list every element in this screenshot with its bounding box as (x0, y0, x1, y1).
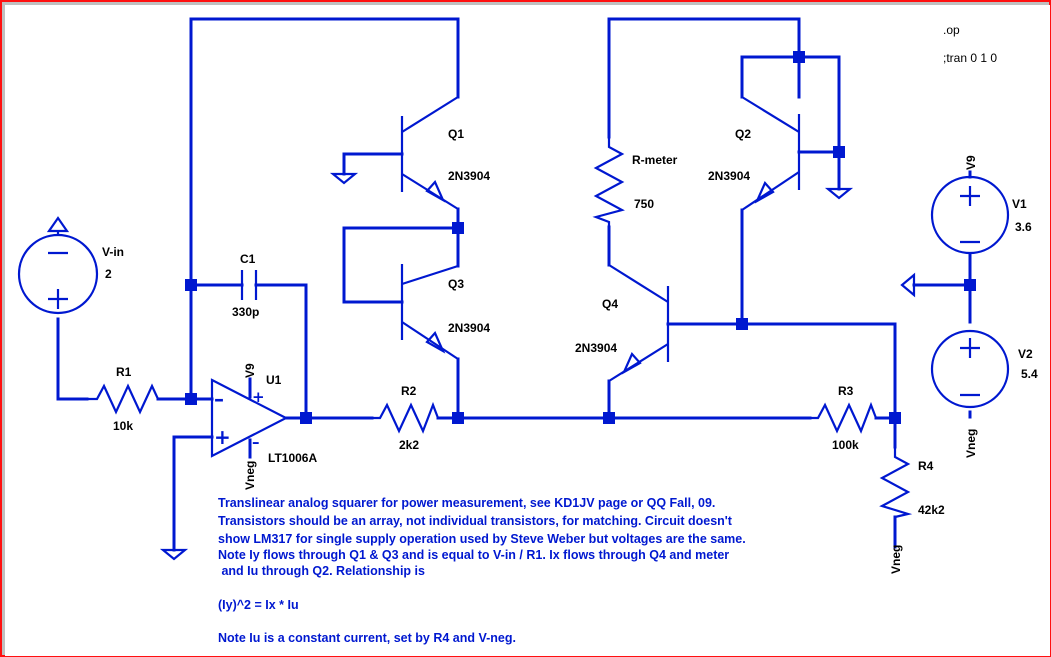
opamp-supply-plus: + (252, 388, 265, 406)
transistor-q2[interactable] (741, 96, 801, 211)
vin-ref: V-in (102, 245, 124, 259)
ground-icon (900, 272, 916, 298)
u1-ref: U1 (266, 373, 282, 387)
opamp-supply-minus: – (252, 433, 260, 451)
q1-ref: Q1 (448, 127, 464, 141)
note-line: and Iu through Q2. Relationship is (218, 564, 425, 578)
resistor-r1[interactable] (87, 383, 159, 415)
opamp-u1[interactable] (210, 378, 289, 458)
q3-model: 2N3904 (448, 321, 490, 335)
u1-v9-net: V9 (243, 363, 257, 378)
voltage-source-vin[interactable] (17, 231, 99, 315)
junctions (185, 51, 976, 424)
voltage-source-v2[interactable] (930, 329, 1010, 409)
junction-dot (736, 318, 748, 330)
r2-ref: R2 (401, 384, 417, 398)
junction-dot (452, 222, 464, 234)
opamp-minus-sign: – (214, 387, 224, 411)
ground-icon (159, 548, 189, 561)
q4-ref: Q4 (602, 297, 618, 311)
wire-u1-feedback[interactable] (189, 283, 214, 401)
q2-model: 2N3904 (708, 169, 750, 183)
junction-dot (833, 146, 845, 158)
junction-dot (185, 393, 197, 405)
directive-tran[interactable]: ;tran 0 1 0 (943, 51, 997, 65)
r3-ref: R3 (838, 384, 854, 398)
u1-vneg-net: Vneg (243, 461, 257, 490)
wire-q3-diode[interactable] (342, 226, 460, 304)
junction-dot (889, 412, 901, 424)
note-line: Note Iy flows through Q1 & Q3 and is equ… (218, 548, 729, 562)
r-meter-ref: R-meter (632, 153, 678, 167)
wire-q4-out[interactable] (666, 322, 897, 420)
note-line: show LM317 for single supply operation u… (218, 532, 746, 546)
wire-rmeter-top[interactable] (607, 17, 801, 139)
v1-value: 3.6 (1015, 220, 1032, 234)
u1-model: LT1006A (268, 451, 317, 465)
resistor-r-meter[interactable] (592, 137, 625, 227)
voltage-source-v1[interactable] (930, 175, 1010, 255)
wire-q1-base-gnd[interactable] (342, 152, 404, 176)
capacitor-c1[interactable] (240, 270, 258, 300)
r4-vneg-net: Vneg (889, 545, 903, 574)
note-line: (Iy)^2 = Ix * Iu (218, 598, 299, 612)
ground-icon (46, 216, 70, 233)
opamp-plus-sign: + (214, 425, 231, 449)
resistor-r3[interactable] (810, 401, 878, 434)
r3-value: 100k (832, 438, 859, 452)
vin-value: 2 (105, 267, 112, 281)
junction-dot (603, 412, 615, 424)
wire-c1-right[interactable] (254, 283, 308, 420)
r1-value: 10k (113, 419, 133, 433)
r2-value: 2k2 (399, 438, 419, 452)
comment-block[interactable]: Translinear analog squarer for power mea… (218, 496, 746, 645)
transistor-q3[interactable] (400, 264, 459, 360)
r4-ref: R4 (918, 459, 934, 473)
transistor-q1[interactable] (400, 96, 459, 210)
wire-u1-plus-gnd[interactable] (172, 435, 214, 552)
note-line: Transistors should be an array, not indi… (218, 514, 733, 528)
ground-icon (329, 172, 359, 185)
resistor-r2[interactable] (372, 401, 440, 434)
v2-vneg-net: Vneg (964, 429, 978, 458)
r1-ref: R1 (116, 365, 132, 379)
v2-value: 5.4 (1021, 367, 1038, 381)
wire-q2-base[interactable] (740, 55, 841, 176)
note-line: Translinear analog squarer for power mea… (218, 496, 715, 510)
c1-value: 330p (232, 305, 259, 319)
wire-vin-r1[interactable] (56, 317, 89, 401)
schematic-svg: – + + – .op ;tran 0 1 0 Q1 2N3904 Q3 2N3… (17, 17, 1038, 645)
c1-ref: C1 (240, 252, 256, 266)
directive-op[interactable]: .op (943, 23, 960, 37)
r4-value: 42k2 (918, 503, 945, 517)
transistor-q4[interactable] (608, 264, 670, 382)
junction-dot (964, 279, 976, 291)
schematic-canvas[interactable]: – + + – .op ;tran 0 1 0 Q1 2N3904 Q3 2N3… (5, 5, 1050, 656)
v1-ref: V1 (1012, 197, 1027, 211)
junction-dot (793, 51, 805, 63)
v1-v9-net: V9 (964, 155, 978, 170)
resistor-r4[interactable] (879, 447, 913, 519)
wire-top-loop[interactable] (189, 17, 460, 287)
q4-model: 2N3904 (575, 341, 617, 355)
junction-dot (185, 279, 197, 291)
q3-ref: Q3 (448, 277, 464, 291)
junction-dot (300, 412, 312, 424)
r-meter-value: 750 (634, 197, 654, 211)
q1-model: 2N3904 (448, 169, 490, 183)
v2-ref: V2 (1018, 347, 1033, 361)
q2-ref: Q2 (735, 127, 751, 141)
junction-dot (452, 412, 464, 424)
note-line: Note Iu is a constant current, set by R4… (218, 631, 516, 645)
